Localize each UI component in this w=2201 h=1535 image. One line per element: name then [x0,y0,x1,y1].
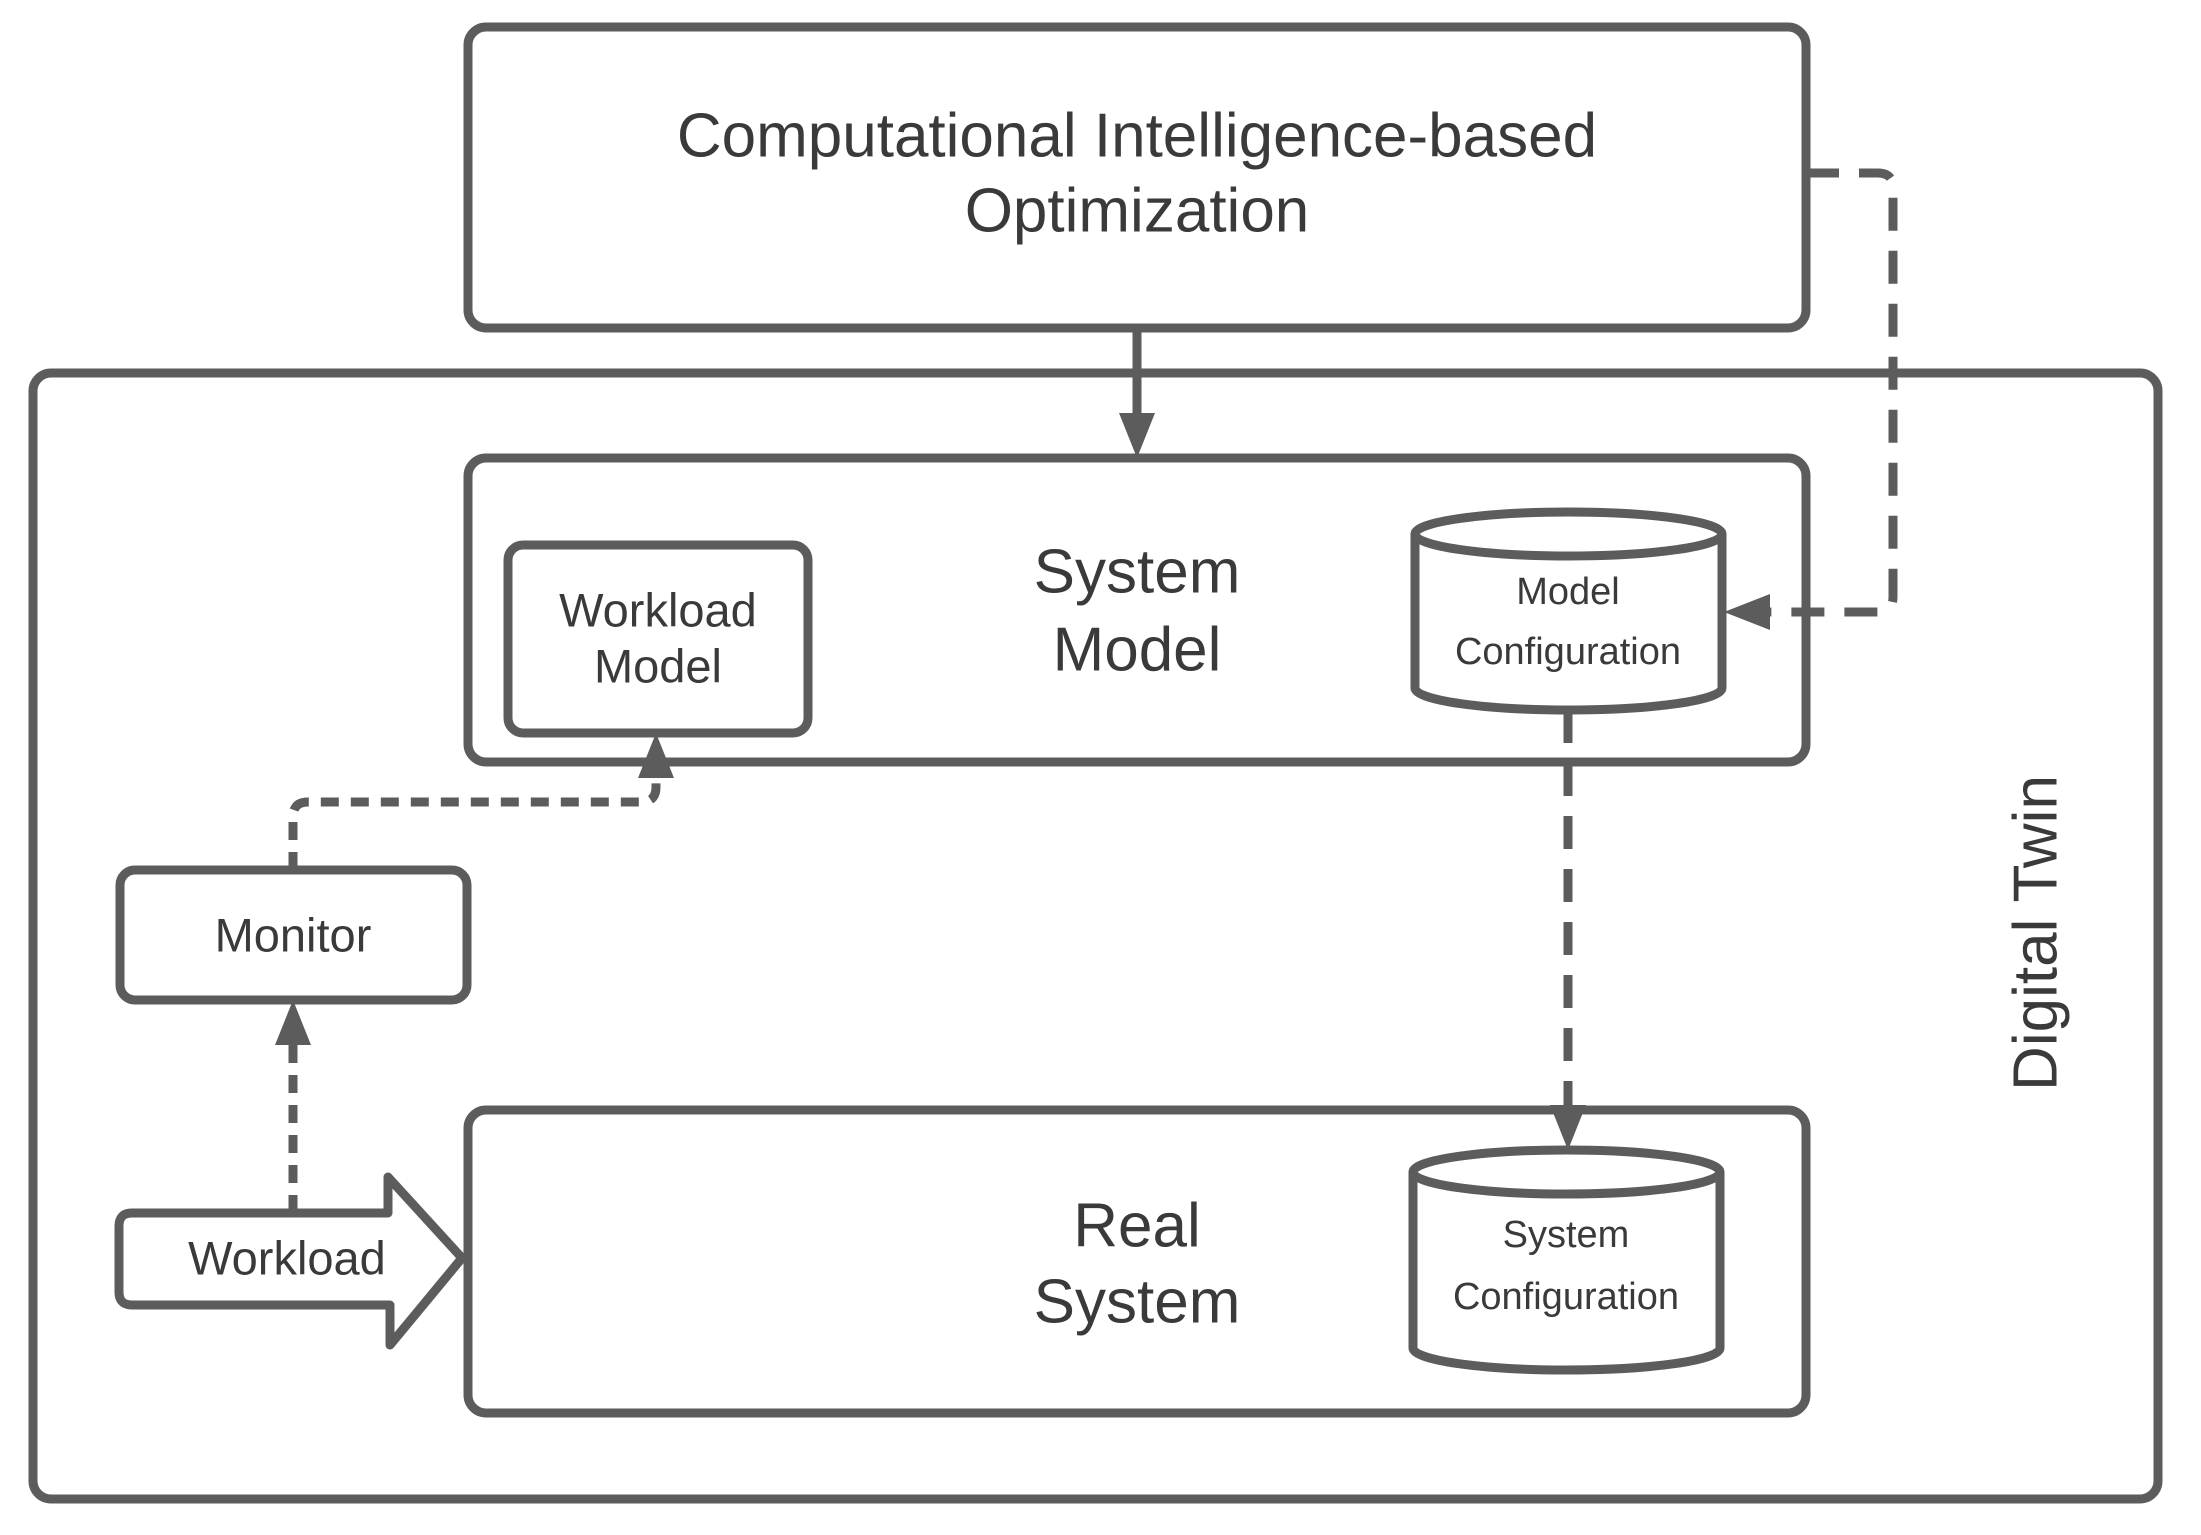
monitor-label: Monitor [215,909,372,962]
system-configuration-label-line1: System [1503,1214,1630,1256]
arrowhead-left-model-configuration [1724,594,1770,630]
arrowhead-up-workload-model [638,733,674,778]
workload-label: Workload [188,1232,386,1285]
arrowhead-up-monitor [275,1000,311,1045]
system-model-label-line2: Model [1053,616,1222,685]
model-configuration-label-line1: Model [1516,571,1620,613]
system-configuration-label-line2: Configuration [1453,1276,1679,1318]
system-configuration-cylinder-top [1408,1145,1725,1199]
edge-monitor-to-workload-model [288,777,661,870]
system-model-label-line1: System [1034,538,1241,607]
workload-model-box [503,540,813,738]
workload-model-label-line1: Workload [559,584,757,637]
system-configuration-cylinder-body [1408,1172,1725,1375]
digital-twin-label: Digital Twin [2002,775,2071,1091]
arrowhead-down-system-model [1119,413,1155,458]
model-configuration-label-line2: Configuration [1455,631,1681,673]
model-configuration-cylinder-body [1410,534,1727,715]
optimization-label-line1: Computational Intelligence-based [677,102,1597,171]
edge-optimization-to-model-configuration [1770,168,1898,617]
workload-block-arrow [114,1172,467,1350]
optimization-label-line2: Optimization [965,177,1310,246]
model-configuration-cylinder-top [1410,507,1727,561]
model-configuration-cylinder [1410,507,1727,715]
system-configuration-cylinder [1408,1145,1725,1375]
real-system-label-line1: Real [1073,1192,1201,1261]
real-system-label-line2: System [1034,1268,1241,1337]
workload-model-label-line2: Model [594,640,722,693]
arrowhead-down-system-configuration [1550,1105,1586,1150]
